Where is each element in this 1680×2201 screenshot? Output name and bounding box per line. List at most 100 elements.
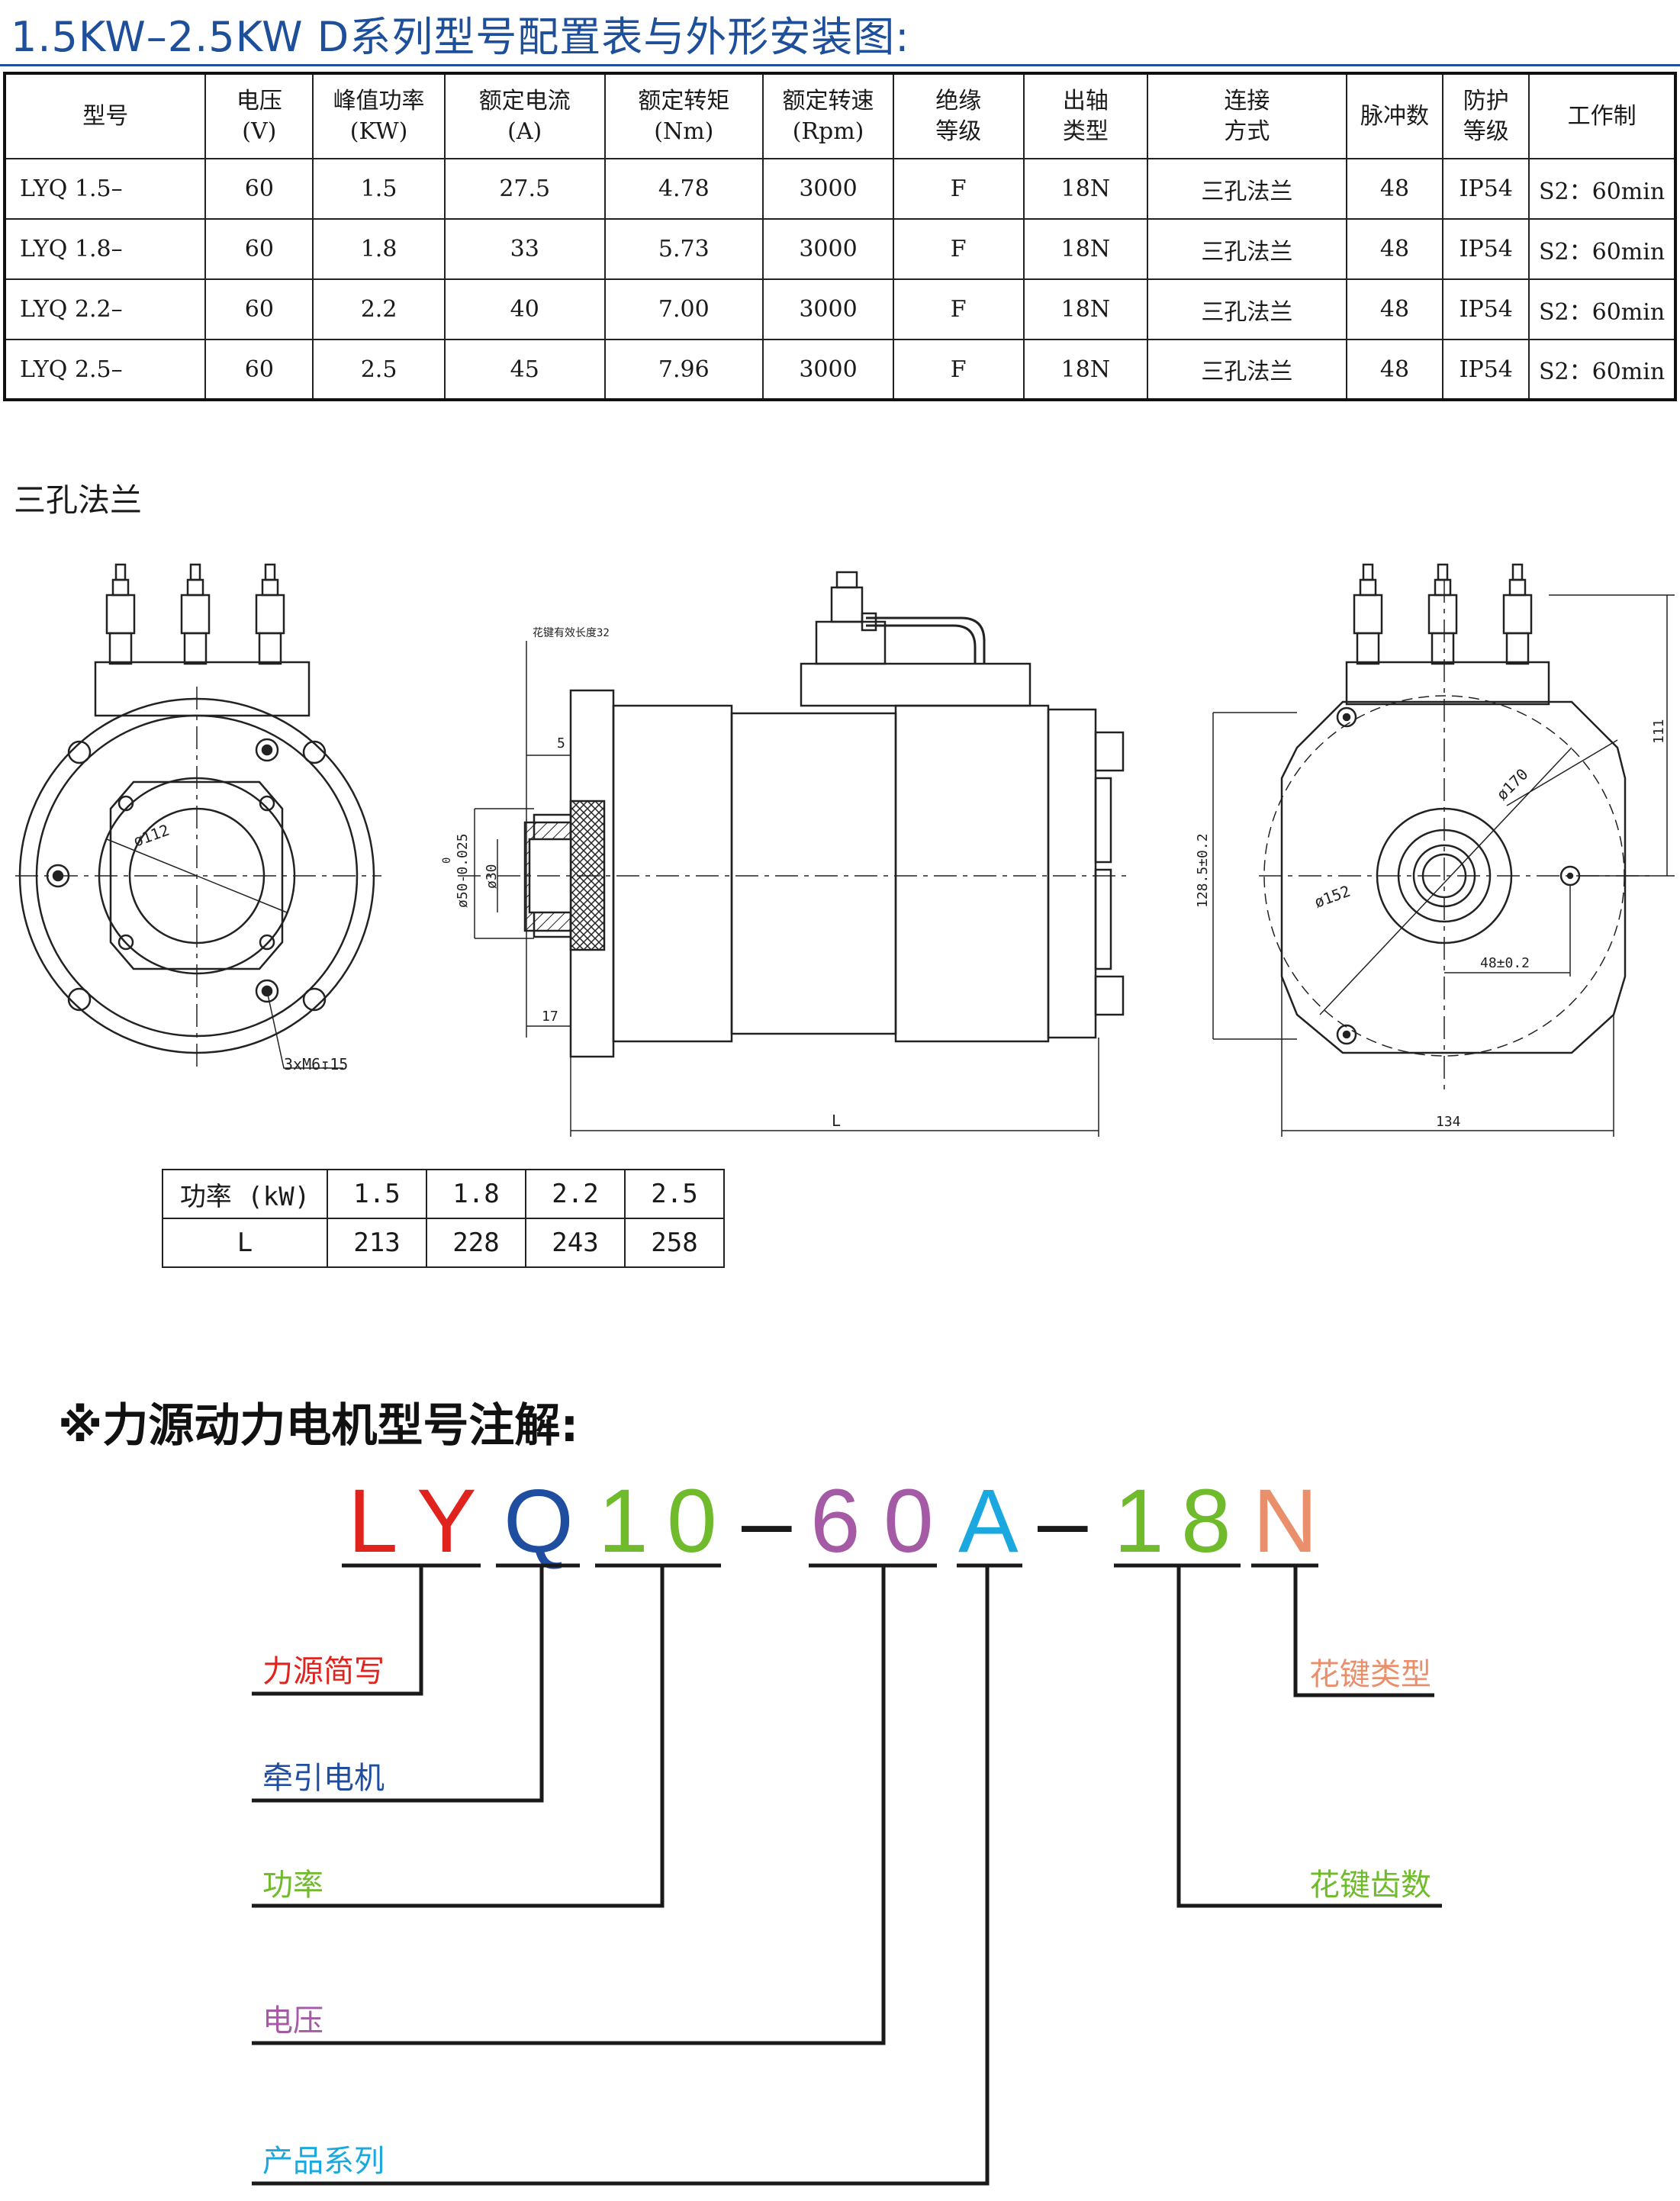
terminal-post: [1353, 563, 1383, 665]
table-cell: F: [892, 158, 1025, 220]
leader-voltage: [252, 1565, 886, 2045]
table-cell: 三孔法兰: [1147, 218, 1347, 280]
table-row: L 213 228 243 258: [162, 1218, 725, 1268]
flange-end-view: [15, 563, 381, 1069]
dim-48-label: 48±0.2: [1480, 955, 1530, 971]
spec-header-cell: 绝缘等级: [892, 72, 1025, 159]
dim-50-upper-label: 0: [441, 858, 453, 864]
legend-traction: 牵引电机: [262, 1761, 385, 1796]
table-cell: 4.78: [603, 158, 764, 220]
dim-17-label: 17: [542, 1009, 558, 1025]
table-cell: 213: [327, 1218, 427, 1268]
table-cell: 40: [443, 278, 606, 340]
spec-header-cell: 连接方式: [1147, 72, 1347, 159]
dim-111-label: 111: [1651, 719, 1667, 744]
legend-series: 产品系列: [262, 2144, 385, 2179]
table-cell: 3000: [762, 218, 894, 280]
code-char: 0: [667, 1471, 717, 1572]
table-cell: 60: [204, 158, 314, 220]
code-char: Y: [417, 1471, 477, 1572]
leader-teeth: [1176, 1565, 1442, 1908]
spec-header-cell: 额定转速(Rpm): [762, 72, 894, 159]
section-label: 三孔法兰: [14, 481, 143, 519]
code-char: –: [1038, 1471, 1088, 1572]
table-cell: 三孔法兰: [1147, 278, 1347, 340]
table-cell: 243: [525, 1218, 626, 1268]
dim-134-label: 134: [1436, 1114, 1461, 1130]
table-cell: 18N: [1022, 278, 1149, 340]
terminal-post: [1427, 563, 1458, 665]
legend-spline-teeth: 花键齿数: [1309, 1868, 1431, 1903]
table-cell: 2.2: [312, 278, 446, 340]
table-cell: 60: [204, 339, 314, 401]
spec-header-cell: 额定电流(A): [443, 72, 606, 159]
code-char: 1: [598, 1471, 649, 1572]
table-cell: F: [892, 278, 1025, 340]
code-char: –: [742, 1471, 792, 1572]
code-char: 8: [1181, 1471, 1231, 1572]
table-cell: IP54: [1442, 278, 1530, 340]
spec-header-cell: 电压(V): [204, 72, 314, 159]
table-cell: 1.8: [426, 1169, 526, 1219]
code-char: 6: [810, 1471, 861, 1572]
installation-drawing: ø112 3xM6↧15: [15, 563, 1675, 1137]
table-cell: 27.5: [443, 158, 606, 220]
table-cell: LYQ 1.5–: [3, 158, 207, 220]
table-cell: 45: [443, 339, 606, 401]
table-cell: IP54: [1442, 218, 1530, 280]
page-title: 1.5KW–2.5KW D系列型号配置表与外形安装图:: [11, 13, 910, 61]
code-char: A: [958, 1471, 1019, 1572]
table-cell: 1.8: [312, 218, 446, 280]
terminal-post: [180, 563, 211, 665]
code-char: N: [1253, 1471, 1318, 1572]
dim-30-label: ø30: [484, 864, 500, 889]
table-cell: F: [892, 218, 1025, 280]
table-cell: LYQ 2.2–: [3, 278, 207, 340]
table-cell: S2：60min: [1528, 278, 1676, 340]
table-cell: 60: [204, 218, 314, 280]
table-cell: 18N: [1022, 218, 1149, 280]
terminal-post: [255, 563, 285, 665]
title-rule: [0, 64, 1680, 66]
table-cell: 三孔法兰: [1147, 339, 1347, 401]
leader-type: [1293, 1565, 1434, 1697]
table-cell: S2：60min: [1528, 339, 1676, 401]
terminal-post: [1502, 563, 1533, 665]
spline-length-label: 花键有效长度32: [533, 627, 610, 639]
table-row: LYQ 2.2– 60 2.2 40 7.00 3000 F 18N 三孔法兰 …: [3, 278, 1676, 340]
table-cell: 三孔法兰: [1147, 158, 1347, 220]
table-cell: 48: [1345, 278, 1444, 340]
leader-power: [252, 1565, 665, 1908]
table-row: LYQ 1.8– 60 1.8 33 5.73 3000 F 18N 三孔法兰 …: [3, 218, 1676, 280]
table-cell: LYQ 1.8–: [3, 218, 207, 280]
table-cell: 7.96: [603, 339, 764, 401]
table-cell: S2：60min: [1528, 158, 1676, 220]
table-cell: 48: [1345, 218, 1444, 280]
table-cell: 2.2: [525, 1169, 626, 1219]
table-cell: 258: [624, 1218, 725, 1268]
legend-power: 功率: [262, 1868, 323, 1903]
table-cell: 功率 (kW): [162, 1169, 328, 1219]
table-cell: 48: [1345, 158, 1444, 220]
spec-header-cell: 脉冲数: [1345, 72, 1444, 159]
spec-header-cell: 峰值功率(KW): [312, 72, 446, 159]
dim-50-label: ø50-0.025: [455, 833, 471, 908]
leader-brand: [252, 1565, 423, 1696]
table-cell: 1.5: [327, 1169, 427, 1219]
terminal-post: [105, 563, 136, 665]
legend-brand: 力源简写: [262, 1654, 385, 1689]
dim-L-label: L: [832, 1112, 841, 1130]
code-char: 0: [883, 1471, 934, 1572]
table-cell: 1.5: [312, 158, 446, 220]
table-cell: F: [892, 339, 1025, 401]
table-row: LYQ 2.5– 60 2.5 45 7.96 3000 F 18N 三孔法兰 …: [3, 339, 1676, 401]
spec-header-cell: 型号: [3, 72, 207, 159]
table-cell: L: [162, 1218, 328, 1268]
table-cell: 3000: [762, 339, 894, 401]
length-table: 功率 (kW) 1.5 1.8 2.2 2.5 L 213 228 243 25…: [162, 1169, 725, 1268]
table-cell: 18N: [1022, 158, 1149, 220]
code-char: 1: [1114, 1471, 1164, 1572]
dim-128-label: 128.5±0.2: [1195, 833, 1211, 908]
holes-label: 3xM6↧15: [284, 1055, 348, 1073]
